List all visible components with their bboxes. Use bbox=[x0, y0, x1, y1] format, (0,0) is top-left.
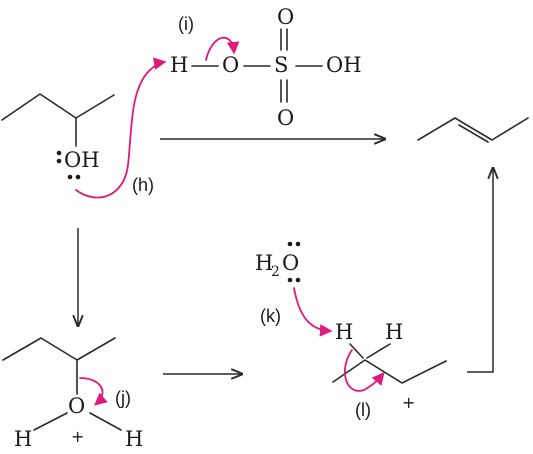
water-o-label: O bbox=[282, 251, 299, 275]
curly-arrow-i bbox=[205, 36, 240, 61]
sulfonyl-o-top: O bbox=[277, 5, 294, 29]
step-label-i: (i) bbox=[178, 14, 194, 34]
butanol-molecule: OH bbox=[1, 93, 115, 180]
lone-pair-dot bbox=[75, 174, 81, 180]
lone-pair-dot bbox=[287, 277, 293, 283]
curly-arrow-h bbox=[75, 57, 167, 199]
oxonium-h-left: H bbox=[14, 427, 32, 451]
carbocation: H H + bbox=[332, 320, 447, 412]
o-h-bond-left bbox=[33, 412, 68, 431]
oxonium-ion: O H H + bbox=[2, 337, 143, 451]
lone-pair-dot bbox=[295, 277, 301, 283]
lone-pair-dot bbox=[295, 241, 301, 247]
lone-pair-dot bbox=[287, 241, 293, 247]
water-h-label: H bbox=[255, 251, 273, 275]
butene-skeleton bbox=[417, 117, 529, 141]
water-subscript: 2 bbox=[271, 264, 280, 280]
sulfonyl-o-bottom: O bbox=[277, 106, 294, 130]
lone-pair-dot bbox=[56, 158, 62, 164]
step-label-h: (h) bbox=[132, 175, 154, 195]
carbocation-skeleton bbox=[332, 359, 447, 384]
oxonium-o-label: O bbox=[68, 394, 85, 418]
water-molecule: H 2 O bbox=[255, 241, 301, 283]
oxonium-skeleton bbox=[2, 337, 116, 361]
o-h-bond-right bbox=[89, 412, 122, 431]
deprotonation-arrow bbox=[467, 168, 493, 373]
carbocation-charge: + bbox=[402, 393, 415, 412]
butanol-skeleton bbox=[1, 93, 115, 121]
curly-arrow-k bbox=[293, 287, 333, 337]
lone-pair-dot bbox=[67, 174, 73, 180]
lone-pair-dot bbox=[56, 150, 62, 156]
beta-h-left: H bbox=[335, 320, 353, 344]
c-h-bond-left bbox=[349, 343, 364, 359]
curly-arrow-l bbox=[343, 349, 385, 392]
oxonium-h-right: H bbox=[125, 427, 143, 451]
acid-o-label: O bbox=[222, 53, 239, 77]
c-h-bond-right bbox=[366, 343, 391, 359]
acid-oh-label: OH bbox=[326, 53, 362, 77]
alcohol-oh-label: OH bbox=[64, 148, 100, 172]
butene-double-bond bbox=[458, 124, 489, 143]
step-label-j: (j) bbox=[115, 388, 131, 408]
beta-h-right: H bbox=[385, 320, 403, 344]
acid-h-label: H bbox=[170, 53, 188, 77]
step-label-k: (k) bbox=[260, 306, 281, 326]
butene-product bbox=[417, 117, 529, 143]
step-label-l: (l) bbox=[355, 400, 371, 420]
curly-arrow-j bbox=[79, 377, 108, 406]
sulfur-label: S bbox=[274, 53, 288, 77]
oxonium-charge: + bbox=[71, 427, 84, 446]
sulfuric-acid: H O S OH O O bbox=[170, 5, 362, 130]
